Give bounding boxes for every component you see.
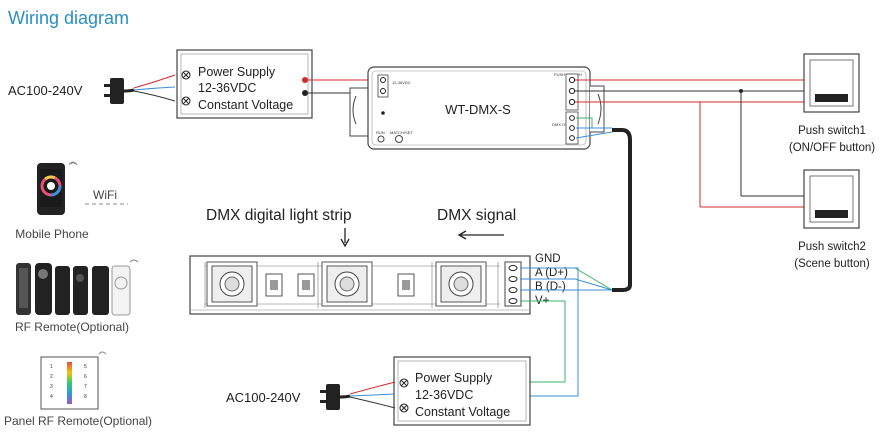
- mobile-phone: WiFi Mobile Phone: [15, 161, 128, 241]
- rf-remotes: RF Remote(Optional): [15, 259, 139, 334]
- bottom-ps-line3: Constant Voltage: [415, 405, 510, 419]
- strip-pin-labels: GND A (D+) B (D-) V+: [535, 253, 568, 307]
- dmx-signal-label: DMX signal: [437, 207, 516, 224]
- strip-power-wires: [520, 267, 579, 397]
- panel-mark: 3: [50, 384, 53, 390]
- push-switch-1: Push switch1 (ON/OFF button): [789, 53, 875, 154]
- panel-mark: 4: [50, 394, 53, 400]
- dmx-cable: [575, 117, 632, 292]
- remote-icon: [16, 263, 131, 316]
- arrow-down-icon: [340, 228, 350, 248]
- controller-run-label: RUN: [376, 130, 385, 135]
- push-switch-1-sub: (ON/OFF button): [789, 142, 875, 154]
- top-power-supply: Power Supply 12-36VDC Constant Voltage: [176, 49, 313, 119]
- push-switch-wires: [575, 79, 804, 208]
- panel-mark: 6: [84, 374, 87, 380]
- controller-power-label: 12-36VDC: [392, 80, 411, 85]
- top-ac-input: AC100-240V: [8, 74, 176, 104]
- panel-mark: 1: [50, 364, 53, 370]
- phone-label: Mobile Phone: [15, 227, 89, 241]
- arrow-left-icon: [457, 230, 504, 240]
- push-switch-2-sub: (Scene button): [794, 258, 870, 270]
- phone-icon: [37, 163, 65, 215]
- plug-icon: [104, 78, 135, 104]
- panel-remote: 1 2 3 4 5 6 7 8 Panel RF Remote(Optional…: [4, 351, 152, 428]
- panel-remote-label: Panel RF Remote(Optional): [4, 414, 152, 428]
- controller-model: WT-DMX-S: [445, 102, 511, 117]
- panel-mark: 7: [84, 384, 87, 390]
- controller-dmx-label: DMX OUTPUT: [552, 122, 579, 127]
- top-ps-line1: Power Supply: [198, 65, 276, 79]
- panel-mark: 8: [84, 394, 87, 400]
- controller-match-label: MATCH/SET: [390, 130, 413, 135]
- panel-icon: 1 2 3 4 5 6 7 8: [40, 356, 99, 410]
- top-ps-line2: 12-36VDC: [198, 81, 256, 95]
- page-title: Wiring diagram: [8, 8, 129, 28]
- pin-gnd: GND: [535, 253, 561, 265]
- panel-mark: 2: [50, 374, 53, 380]
- dmx-light-strip: [189, 255, 531, 315]
- bottom-ac-label: AC100-240V: [226, 390, 301, 405]
- rf-remote-label: RF Remote(Optional): [15, 320, 129, 334]
- top-ac-label: AC100-240V: [8, 83, 83, 98]
- panel-mark: 5: [84, 364, 87, 370]
- bottom-power-supply: Power Supply 12-36VDC Constant Voltage: [393, 356, 531, 426]
- strip-label: DMX digital light strip: [206, 207, 352, 224]
- bottom-ps-line2: 12-36VDC: [415, 388, 473, 402]
- terminal-icon: [181, 70, 191, 106]
- wifi-icon: [68, 161, 78, 166]
- top-ps-line3: Constant Voltage: [198, 98, 293, 112]
- wifi-label: WiFi: [93, 188, 117, 202]
- plug-icon: [320, 384, 351, 410]
- pin-b: B (D-): [535, 281, 566, 293]
- pin-a: A (D+): [535, 267, 568, 279]
- bottom-ps-line1: Power Supply: [415, 371, 493, 385]
- bottom-ac-input: AC100-240V: [226, 381, 396, 410]
- push-switch-2: Push switch2 (Scene button): [794, 169, 870, 270]
- controller-wt-dmx-s: 12-36VDC RUN MATCH/SET WT-DMX-S PUSH SWI…: [349, 66, 605, 150]
- push-switch-1-name: Push switch1: [798, 125, 866, 137]
- push-switch-2-name: Push switch2: [798, 241, 866, 253]
